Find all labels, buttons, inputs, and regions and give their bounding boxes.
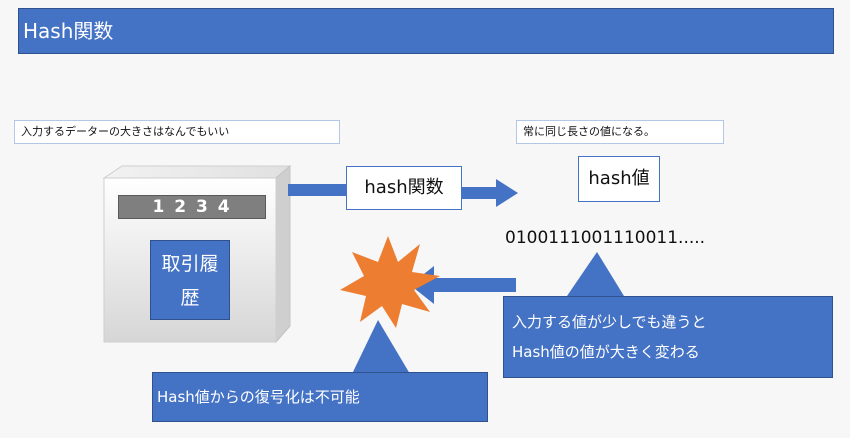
transaction-history-label-line2: 歴 — [180, 287, 200, 309]
output-length-note: 常に同じ長さの値になる。 — [516, 120, 724, 144]
hash-function-label: hash関数 — [346, 166, 462, 210]
transaction-history-box: 取引履 歴 — [150, 240, 230, 320]
arrow-to-burst-icon — [410, 266, 516, 304]
explosion-burst-icon — [340, 236, 440, 328]
avalanche-note-line2: Hash値の値が大きく変わる — [512, 343, 700, 361]
hash-value-label: hash値 — [578, 156, 660, 202]
avalanche-effect-note: 入力する値が少しでも違うと Hash値の値が大きく変わる — [503, 296, 833, 378]
arrow-to-hash-function-icon — [288, 184, 348, 196]
arrow-to-hash-value-icon — [462, 179, 518, 207]
binary-hash-value: 0100111001110011..... — [505, 228, 706, 248]
input-size-note: 入力するデーターの大きさはなんでもいい — [14, 120, 340, 144]
transaction-history-label-line1: 取引履 — [161, 253, 219, 275]
irreversible-callout-pointer-icon — [352, 320, 410, 374]
change-callout-pointer-icon — [567, 252, 624, 296]
avalanche-note-line1: 入力する値が少しでも違うと — [512, 313, 707, 331]
irreversible-note: Hash値からの復号化は不可能 — [152, 372, 488, 422]
data-label: 1 2 3 4 — [118, 195, 266, 219]
page-title: Hash関数 — [18, 8, 834, 54]
